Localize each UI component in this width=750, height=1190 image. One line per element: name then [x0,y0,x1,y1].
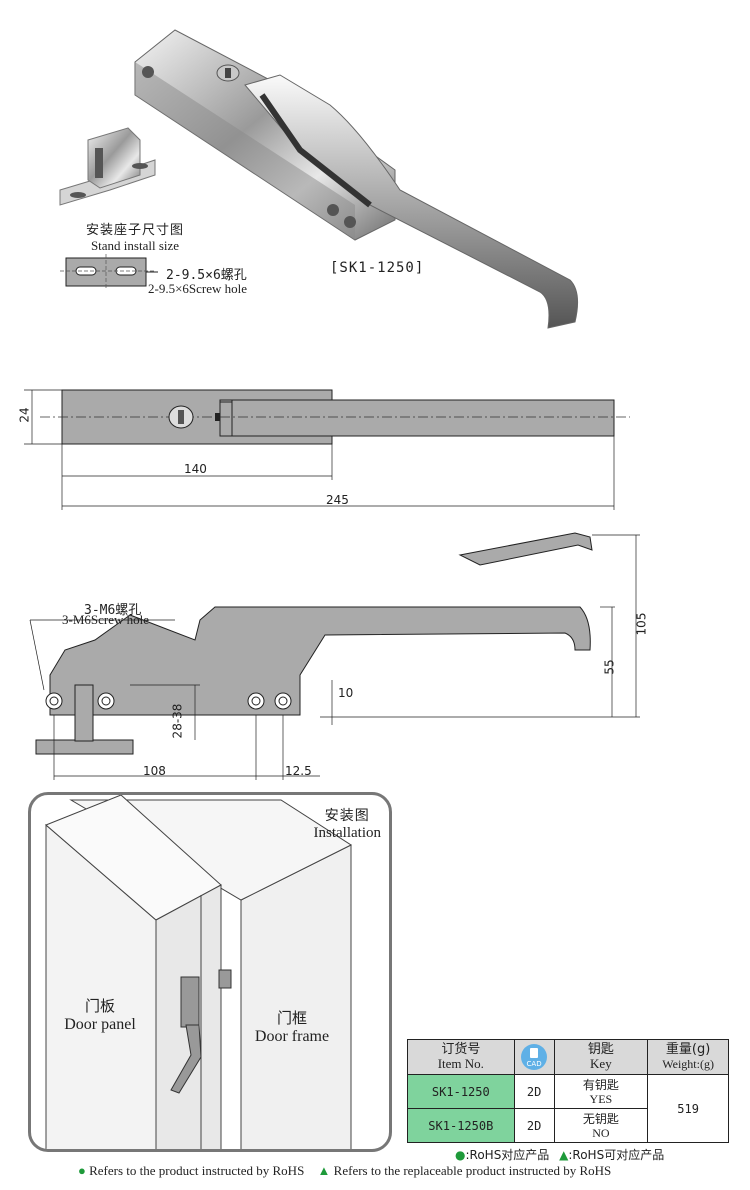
stand-hole-en: 2-9.5×6Screw hole [148,281,248,296]
cad-cell[interactable]: 2D [513,1108,555,1143]
header-weight: 重量(g) Weight:(g) [647,1039,729,1075]
spec-table: 订货号 Item No. CAD 钥匙 Key 重量(g) Weight:(g)… [407,1039,729,1143]
rohs-dot-icon: ● [455,1148,466,1162]
header-key: 钥匙 Key [553,1039,649,1075]
dim-55-label: 55 [602,659,617,675]
stand-title-en: Stand install size [90,238,180,253]
door-frame-cn: 门框 [276,1009,307,1027]
dim-height-label: 24 [17,407,32,423]
door-frame-en: Door frame [254,1028,330,1045]
side-view-body [49,606,591,716]
dim-245-label: 245 [326,493,349,507]
stand-title-cn: 安装座子尺寸图 [85,223,184,238]
installation-title-cn: 安装图 [324,808,370,824]
model-label: [SK1-1250] [330,260,425,276]
stand-hole-cn: 2-9.5×6螺孔 [166,268,247,283]
legend-cn: ●:RoHS对应产品 ▲:RoHS可对应产品 [455,1148,665,1162]
header-item: 订货号 Item No. [407,1039,515,1075]
key-cell: 无钥匙 NO [553,1108,649,1143]
handle-lever [244,74,579,329]
rohs-triangle-icon: ▲ [317,1163,331,1178]
rohs-dot-icon: ● [78,1163,86,1178]
header-cad: CAD [513,1039,555,1075]
door-panel-cn: 门板 [84,997,115,1015]
cad-cell[interactable]: 2D [513,1074,555,1109]
stand-drawing [60,254,158,290]
item-cell[interactable]: SK1-1250 [407,1074,515,1109]
item-cell[interactable]: SK1-1250B [407,1108,515,1143]
dim-140-label: 140 [184,462,207,476]
dim-28-38-label: 28-38 [170,703,185,739]
cad-file-icon: CAD [521,1044,548,1070]
dim-10-label: 10 [338,686,354,700]
dim-108-label: 108 [143,764,166,778]
dim-12-5-label: 12.5 [285,764,312,778]
stand-photo [59,127,156,206]
screw-cn-label: 3-M6螺孔 [84,603,142,618]
door-panel-en: Door panel [64,1016,136,1033]
installation-illustration [45,795,353,1149]
installation-panel: 安装图 Installation 门板 Door panel 门框 Door f… [28,792,392,1152]
dim-105-label: 105 [634,612,649,636]
screw-en-label: 3-M6Screw hole [62,612,150,627]
legend-en: ● Refers to the product instructed by Ro… [78,1163,612,1178]
top-view-lever [219,399,615,437]
side-view-drawing [29,532,640,780]
side-lever-inset [458,532,593,566]
table-row: SK1-1250 2D 有钥匙 YES 519 [407,1074,729,1143]
top-view-drawing [24,389,630,510]
product-photo [59,29,579,329]
weight-cell: 519 [647,1074,729,1143]
rohs-triangle-icon: ▲ [559,1148,569,1162]
key-cell: 有钥匙 YES [553,1074,649,1109]
installation-title-en: Installation [313,825,382,841]
table-row: SK1-1250B 2D 无钥匙 NO [407,1108,729,1143]
side-stand [35,739,134,755]
